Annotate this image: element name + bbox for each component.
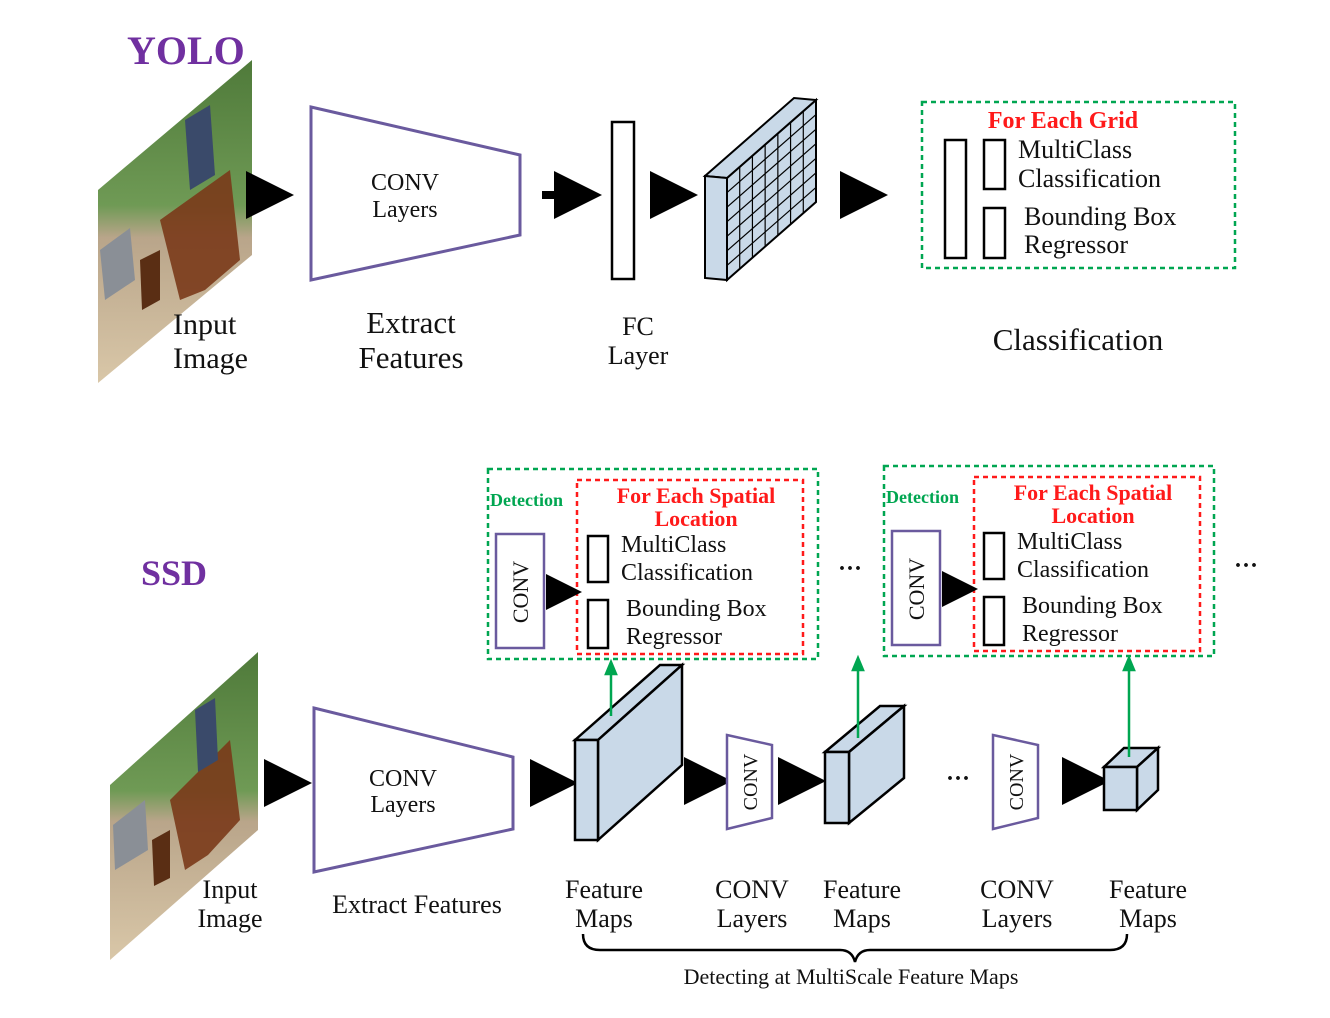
ssd-bbox-2b: Regressor <box>1022 621 1118 647</box>
yolo-conv-label-2: Layers <box>372 197 437 223</box>
ssd-conv-small-1 <box>725 733 774 831</box>
ssd-class-vector-1 <box>586 534 610 584</box>
grid-line <box>726 186 817 266</box>
ssd-brace-caption: Detecting at MultiScale Feature Maps <box>684 964 1019 989</box>
ssd-conv-layers-label-1a: CONV <box>715 875 789 904</box>
yolo-bbox-vector <box>982 206 1007 260</box>
ssd-detection-conv-2 <box>890 529 942 647</box>
ssd-bbox-1a: Bounding Box <box>626 596 767 622</box>
yolo-class-vector <box>982 138 1007 191</box>
ssd-extract-label: Extract Features <box>332 890 502 919</box>
yolo-grid-box <box>920 100 1237 270</box>
ssd-conv-small-2-label: CONV <box>1006 753 1028 810</box>
yolo-fc-layer <box>610 120 636 281</box>
ssd-bbox-vector-2 <box>982 595 1006 647</box>
ssd-spatial-heading-2b: Location <box>1051 503 1134 528</box>
ssd-feature-map-3 <box>1100 745 1162 813</box>
ssd-title: SSD <box>141 553 207 593</box>
ssd-detection-conv-1-label: CONV <box>508 561 533 623</box>
ssd-feature-map-1 <box>571 662 686 843</box>
yolo-classification-label: Classification <box>993 322 1164 357</box>
ssd-input-image <box>110 652 258 960</box>
ssd-spatial-box-1 <box>575 478 805 656</box>
yolo-fc-label-2: Layer <box>608 341 669 370</box>
ssd-conv-small-2 <box>991 733 1040 831</box>
yolo-multiclass-1: MultiClass <box>1018 135 1132 164</box>
yolo-output-vector <box>943 138 968 260</box>
ssd-ellipsis-top-2: ··· <box>1234 553 1258 579</box>
grid-line <box>726 128 817 208</box>
ssd-feature-label-1a: Feature <box>565 875 643 904</box>
ssd-feature-label-1b: Maps <box>575 904 633 933</box>
ssd-multiclass-2b: Classification <box>1017 557 1149 583</box>
ssd-multiscale-brace <box>581 933 1129 963</box>
grid-line <box>726 157 817 237</box>
ssd-feature-label-2a: Feature <box>823 875 901 904</box>
ssd-ellipsis-top-1: ··· <box>838 556 862 582</box>
ssd-conv-label-2: Layers <box>370 792 435 818</box>
yolo-input-label-2: Image <box>173 342 248 375</box>
yolo-multiclass-2: Classification <box>1018 164 1161 193</box>
ssd-conv-layers-label-1b: Layers <box>717 904 788 933</box>
ssd-spatial-heading-1a: For Each Spatial <box>617 483 776 508</box>
ssd-spatial-box-2 <box>972 475 1202 653</box>
grid-line <box>726 143 817 223</box>
yolo-bbox-1: Bounding Box <box>1024 202 1176 231</box>
ssd-bbox-2a: Bounding Box <box>1022 593 1163 619</box>
ssd-multiclass-1a: MultiClass <box>621 532 726 558</box>
ssd-detection-box-1 <box>486 467 820 661</box>
ssd-feature-label-2b: Maps <box>833 904 891 933</box>
ssd-detection-label-1: Detection <box>490 490 563 510</box>
ssd-input-label-2: Image <box>198 904 263 933</box>
ssd-input-label-1: Input <box>203 875 259 904</box>
ssd-feature-label-3a: Feature <box>1109 875 1187 904</box>
ssd-conv-small-1-label: CONV <box>740 753 762 810</box>
ssd-detection-box-2 <box>882 464 1216 658</box>
ssd-multiclass-2a: MultiClass <box>1017 529 1122 555</box>
ssd-ellipsis-bottom: ··· <box>946 766 970 792</box>
yolo-extract-label-2: Features <box>358 340 463 375</box>
ssd-conv-layers-label-2b: Layers <box>982 904 1053 933</box>
ssd-multiclass-1b: Classification <box>621 560 753 586</box>
ssd-feature-map-2 <box>821 703 908 826</box>
ssd-spatial-heading-1b: Location <box>654 506 737 531</box>
ssd-detection-conv-2-label: CONV <box>904 558 929 620</box>
yolo-input-label-1: Input <box>173 308 237 341</box>
yolo-fc-label-1: FC <box>622 312 654 341</box>
grid-line <box>726 114 817 194</box>
ssd-detection-label-2: Detection <box>886 487 959 507</box>
ssd-detection-up-arrows <box>604 654 1136 757</box>
yolo-grid-tensor <box>702 96 819 283</box>
yolo-bbox-2: Regressor <box>1024 230 1128 259</box>
yolo-input-image <box>98 60 252 383</box>
ssd-bbox-1b: Regressor <box>626 624 722 650</box>
ssd-detection-conv-1 <box>494 532 546 650</box>
grid-line <box>726 172 817 252</box>
yolo-extract-label-1: Extract <box>366 305 456 340</box>
ssd-conv-layers-label-2a: CONV <box>980 875 1054 904</box>
yolo-title: YOLO <box>127 28 245 73</box>
ssd-conv-trapezoid <box>312 706 515 874</box>
ssd-conv-label-1: CONV <box>369 766 438 792</box>
ssd-class-vector-2 <box>982 531 1006 581</box>
yolo-conv-label-1: CONV <box>371 170 440 196</box>
yolo-grid-heading: For Each Grid <box>988 108 1139 134</box>
ssd-spatial-heading-2a: For Each Spatial <box>1014 480 1173 505</box>
yolo-conv-trapezoid <box>309 105 522 282</box>
ssd-feature-label-3b: Maps <box>1119 904 1177 933</box>
ssd-bbox-vector-1 <box>586 598 610 650</box>
